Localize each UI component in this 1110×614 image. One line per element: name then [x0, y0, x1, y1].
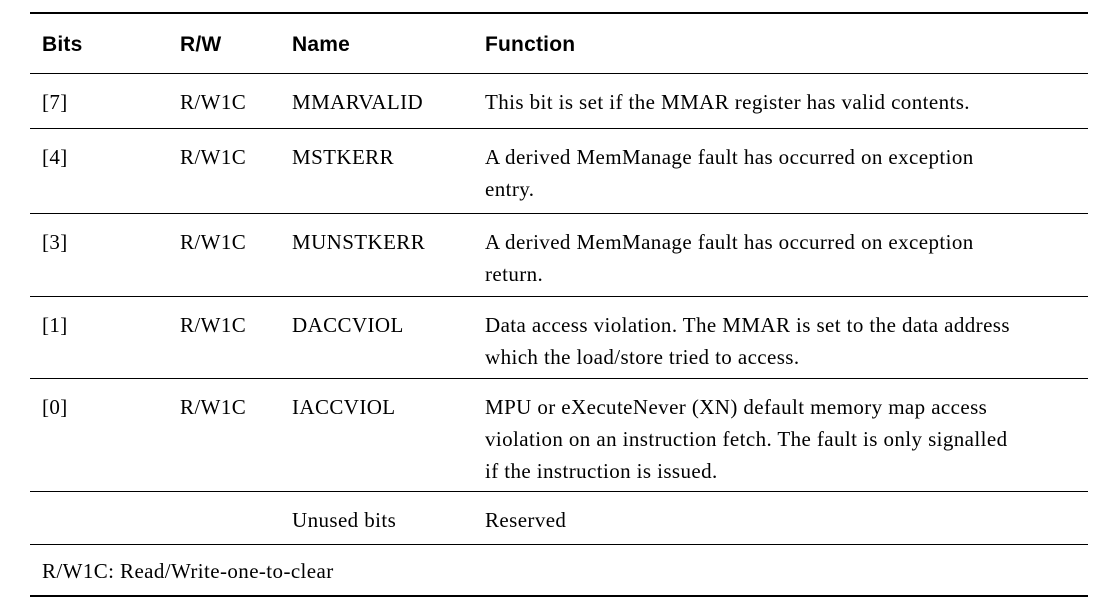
cell-bits: [4]	[30, 128, 168, 214]
table-row: [0] R/W1C IACCVIOL MPU or eXecuteNever (…	[30, 378, 1088, 492]
table-row-unused-bits: Unused bits Reserved	[30, 491, 1088, 545]
cell-name: Unused bits	[280, 491, 473, 545]
cell-name: MSTKERR	[280, 128, 473, 214]
column-header-bits: Bits	[30, 13, 168, 74]
cell-bits: [1]	[30, 296, 168, 379]
table-row: [3] R/W1C MUNSTKERR A derived MemManage …	[30, 213, 1088, 297]
cell-rw	[168, 491, 280, 545]
cell-function: Reserved	[473, 491, 1088, 545]
cell-rw: R/W1C	[168, 296, 280, 379]
cell-name: MMARVALID	[280, 73, 473, 129]
footnote-text: R/W1C: Read/Write-one-to-clear	[42, 558, 334, 583]
column-header-rw: R/W	[168, 13, 280, 74]
cell-name: MUNSTKERR	[280, 213, 473, 297]
cell-bits	[30, 491, 168, 545]
cell-rw: R/W1C	[168, 73, 280, 129]
table-row: [1] R/W1C DACCVIOL Data access violation…	[30, 296, 1088, 379]
column-header-name: Name	[280, 13, 473, 74]
cell-bits: [3]	[30, 213, 168, 297]
table-footnote-row: R/W1C: Read/Write-one-to-clear	[30, 544, 1088, 596]
cell-function: A derived MemManage fault has occurred o…	[473, 213, 1088, 297]
cell-bits: [0]	[30, 378, 168, 492]
cell-function: A derived MemManage fault has occurred o…	[473, 128, 1088, 214]
cell-bits: [7]	[30, 73, 168, 129]
cell-function: MPU or eXecuteNever (XN) default memory …	[473, 378, 1088, 492]
table-row: [7] R/W1C MMARVALID This bit is set if t…	[30, 73, 1088, 129]
column-header-function: Function	[473, 13, 1088, 74]
cell-rw: R/W1C	[168, 128, 280, 214]
register-bits-table: Bits R/W Name Function [7] R/W1C MMARVAL…	[30, 12, 1088, 597]
table-row: [4] R/W1C MSTKERR A derived MemManage fa…	[30, 128, 1088, 214]
cell-function: Data access violation. The MMAR is set t…	[473, 296, 1088, 379]
cell-rw: R/W1C	[168, 213, 280, 297]
cell-name: IACCVIOL	[280, 378, 473, 492]
cell-rw: R/W1C	[168, 378, 280, 492]
cell-function: This bit is set if the MMAR register has…	[473, 73, 1088, 129]
cell-name: DACCVIOL	[280, 296, 473, 379]
table-header-row: Bits R/W Name Function	[30, 13, 1088, 74]
